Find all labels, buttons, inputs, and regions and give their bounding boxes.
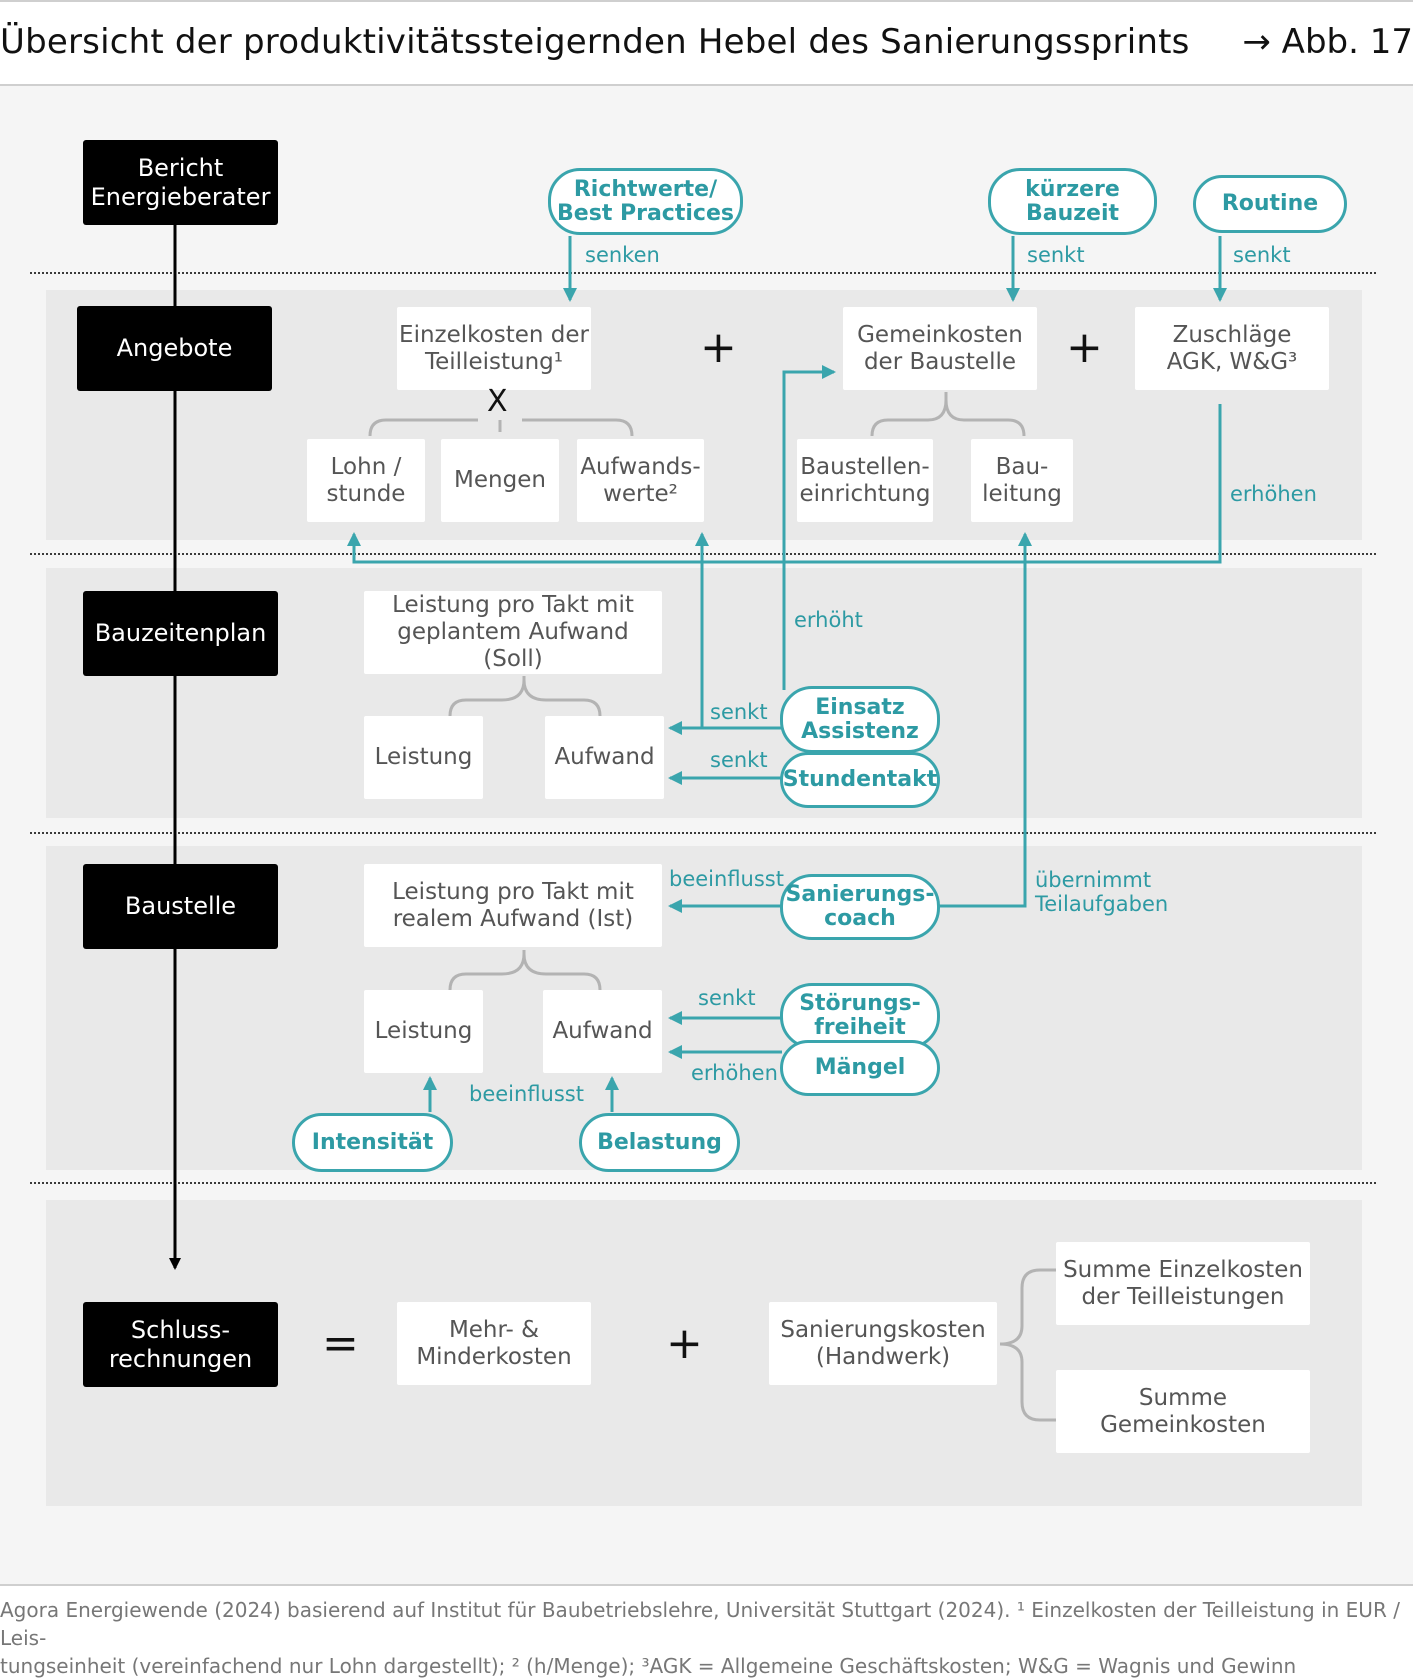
box-gemeinkosten: Gemeinkosten der Baustelle: [843, 307, 1037, 390]
stage-schlussrechnungen: Schluss- rechnungen: [83, 1302, 278, 1387]
bracket-ist: [448, 950, 602, 991]
separator-line: [30, 272, 1376, 274]
label-senkt: senkt: [710, 700, 768, 724]
box-mengen: Mengen: [441, 439, 559, 522]
box-sanierungskosten: Sanierungskosten (Handwerk): [769, 1302, 997, 1385]
box-aufwand: Aufwand: [543, 990, 662, 1073]
box-summe-gemeinkosten: Summe Gemeinkosten: [1056, 1370, 1310, 1453]
box-leistung-soll: Leistung pro Takt mit geplantem Aufwand …: [364, 591, 662, 674]
label-senkt: senkt: [1233, 243, 1291, 267]
label-uebernimmt-teilaufgaben: übernimmt Teilaufgaben: [1035, 868, 1169, 916]
plus-operator: +: [1066, 322, 1103, 373]
lever-intensitaet: Intensität: [292, 1113, 453, 1172]
lever-richtwerte: Richtwerte/ Best Practices: [548, 168, 743, 235]
label-senkt: senkt: [1027, 243, 1085, 267]
figure-reference: → Abb. 17: [1242, 22, 1413, 62]
stage-angebote: Angebote: [77, 306, 272, 391]
label-erhoehen: erhöhen: [691, 1061, 778, 1085]
box-bauleitung: Bau- leitung: [971, 439, 1073, 522]
lever-einsatz-assistenz: Einsatz Assistenz: [780, 686, 940, 753]
arrow-assistenz-erhoeht: [782, 365, 836, 690]
arrow-coach-bauleitung: [938, 532, 1032, 908]
bracket-sanierungskosten: [999, 1268, 1056, 1422]
label-erhoehen: erhöhen: [1230, 482, 1317, 506]
box-summe-einzelkosten: Summe Einzelkosten der Teilleistungen: [1056, 1242, 1310, 1325]
arrow-zuschlaege-erhoehen: [347, 404, 1222, 564]
stage-baustelle: Baustelle: [83, 864, 278, 949]
lever-kuerzere-bauzeit: kürzere Bauzeit: [988, 168, 1157, 235]
separator-line: [30, 1182, 1376, 1184]
bracket-gemeinkosten: [870, 392, 1026, 437]
label-erhoeht: erhöht: [794, 608, 863, 632]
label-senken: senken: [585, 243, 660, 267]
separator-line: [30, 832, 1376, 834]
plus-operator: +: [666, 1318, 703, 1369]
bracket-soll: [448, 676, 602, 717]
lever-sanierungscoach: Sanierungs- coach: [780, 874, 940, 940]
stage-bericht-energieberater: Bericht Energieberater: [83, 140, 278, 225]
header-bar: Übersicht der produktivitätssteigernden …: [0, 0, 1413, 86]
box-baustelleneinrichtung: Baustellen- einrichtung: [797, 439, 933, 522]
label-senkt: senkt: [698, 986, 756, 1010]
page-title: Übersicht der produktivitätssteigernden …: [0, 22, 1190, 62]
lever-stundentakt: Stundentakt: [780, 752, 940, 808]
times-operator: X: [487, 384, 508, 419]
lever-routine: Routine: [1193, 175, 1347, 233]
equals-operator: =: [322, 1318, 359, 1369]
bracket-einzelkosten: [368, 418, 634, 437]
stage-bauzeitenplan: Bauzeitenplan: [83, 591, 278, 676]
box-aufwandswerte: Aufwands- werte²: [577, 439, 704, 522]
label-beeinflusst: beeinflusst: [469, 1082, 584, 1106]
box-leistung-ist: Leistung pro Takt mit realem Aufwand (Is…: [364, 864, 662, 947]
plus-operator: +: [700, 322, 737, 373]
lever-stoerungsfreiheit: Störungs- freiheit: [780, 983, 940, 1049]
box-einzelkosten: Einzelkosten der Teilleistung¹: [397, 307, 591, 390]
box-leistung: Leistung: [364, 990, 483, 1073]
lever-belastung: Belastung: [579, 1113, 740, 1172]
box-zuschlaege: Zuschläge AGK, W&G³: [1135, 307, 1329, 390]
box-lohn-stunde: Lohn / stunde: [307, 439, 425, 522]
source-note: Agora Energiewende (2024) basierend auf …: [0, 1584, 1413, 1678]
label-beeinflusst: beeinflusst: [669, 867, 784, 891]
label-senkt: senkt: [710, 748, 768, 772]
box-aufwand: Aufwand: [545, 716, 664, 799]
box-mehr-minderkosten: Mehr- & Minderkosten: [397, 1302, 591, 1385]
box-leistung: Leistung: [364, 716, 483, 799]
lever-maengel: Mängel: [780, 1040, 940, 1096]
